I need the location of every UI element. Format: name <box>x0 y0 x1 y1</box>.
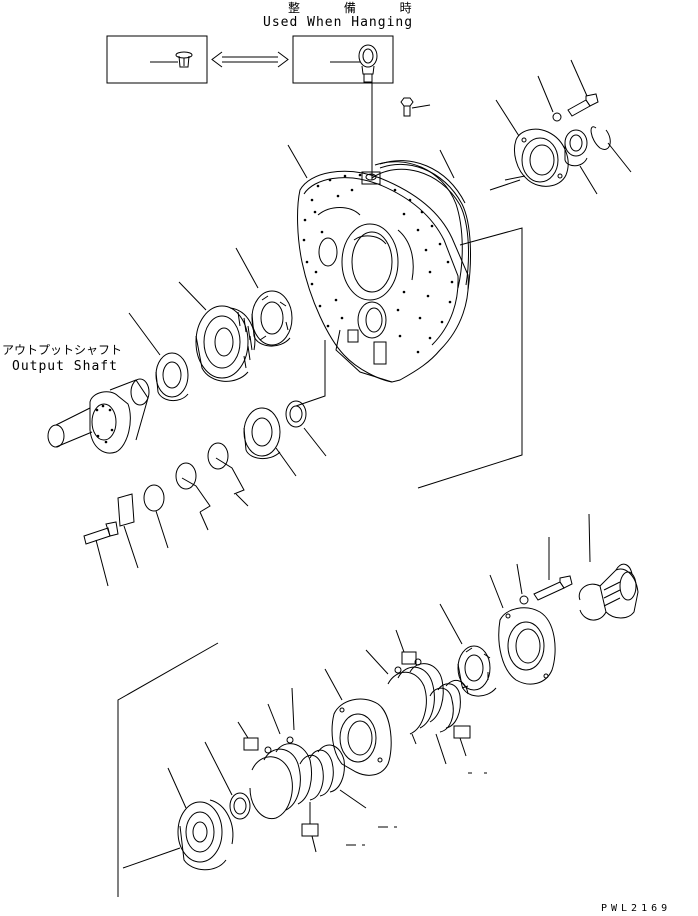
end-cover <box>489 574 556 685</box>
double-arrow <box>211 51 289 68</box>
end-washer <box>516 563 529 605</box>
input-spacer <box>204 741 251 820</box>
spacer-ring <box>285 400 327 457</box>
gasket-leader <box>439 149 455 179</box>
bearing-cover <box>489 99 569 191</box>
clutch-plates-right <box>365 629 444 745</box>
drawing-code: PWL2169 <box>601 903 672 914</box>
clutch-rings-left <box>299 744 367 853</box>
plug-inset-box <box>106 35 208 84</box>
clutch-plates-left <box>237 687 312 820</box>
drive-bearing <box>243 407 297 477</box>
bearing-small <box>564 129 598 195</box>
callout-bracket-lower <box>117 642 219 897</box>
end-bolt <box>533 537 573 601</box>
output-bearing <box>128 312 189 401</box>
lock-plate-and-bolt <box>83 493 139 587</box>
housing-leader <box>287 144 308 179</box>
cover-bolt <box>567 59 599 117</box>
clutch-bearing <box>439 603 497 697</box>
plug <box>400 97 431 117</box>
washer-small <box>537 75 562 122</box>
output-shaft <box>47 378 150 454</box>
bearing-leader <box>295 340 326 407</box>
clutch-housing <box>324 668 392 776</box>
output-shaft-label-jp: アウトプットシャフト <box>2 343 123 357</box>
inner-bearing <box>235 247 293 347</box>
input-gear <box>122 767 234 871</box>
transfer-housing <box>297 160 471 383</box>
thrust-plates <box>143 442 249 549</box>
clutch-rings-right <box>429 679 471 765</box>
output-gear <box>178 281 256 382</box>
hanging-label-en: Used When Hanging <box>263 15 414 30</box>
callout-bracket-upper <box>417 227 523 489</box>
hanging-label-jp: 整 備 時 <box>288 1 432 15</box>
snap-ring-small <box>590 126 632 173</box>
callout-ticks <box>346 772 487 846</box>
eyebolt-inset-box <box>292 35 394 84</box>
input-shaft <box>578 513 639 621</box>
output-shaft-label-en: Output Shaft <box>12 359 118 374</box>
